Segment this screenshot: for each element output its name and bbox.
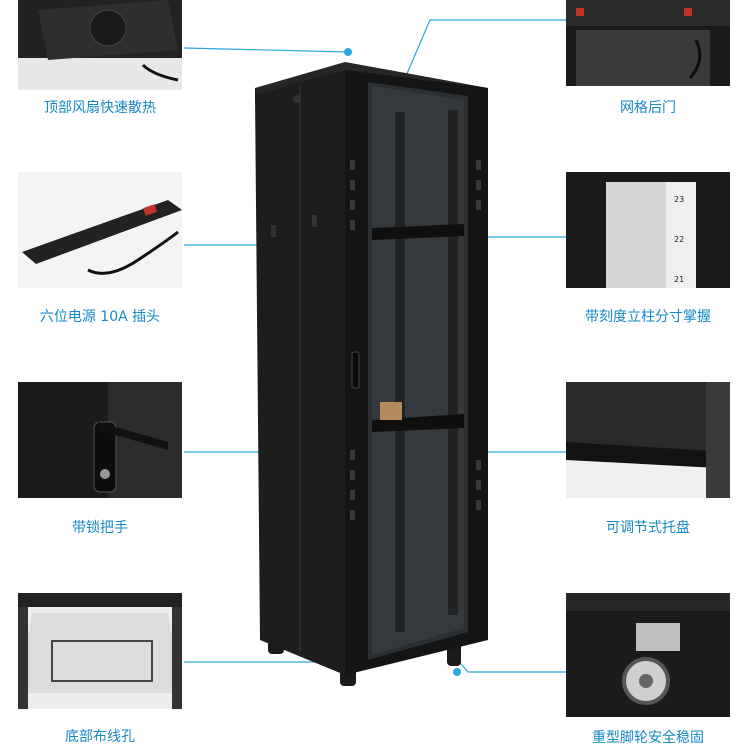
dot-caster (453, 668, 461, 676)
label-lock-handle: 带锁把手 (72, 520, 128, 536)
thumb-lock-handle (18, 382, 182, 498)
thumb-top-fan (18, 0, 182, 90)
door-handle (351, 351, 360, 389)
post-number-2: 22 (674, 235, 684, 244)
thumb-mesh-rear-door (566, 0, 730, 86)
label-pdu: 六位电源 10A 插头 (39, 309, 161, 325)
thumb-bottom-cable (18, 593, 182, 709)
thumb-adjustable-tray (566, 382, 730, 498)
label-mesh-rear-door: 网格后门 (620, 100, 676, 116)
label-adjustable-tray: 可调节式托盘 (606, 520, 690, 536)
label-top-fan: 顶部风扇快速散热 (44, 100, 156, 116)
post-number-1: 23 (674, 195, 684, 204)
thumb-scale-post: 23 22 21 (566, 172, 730, 288)
leader-top-fan (183, 47, 349, 53)
label-caster: 重型脚轮安全稳固 (592, 730, 704, 746)
label-bottom-cable: 底部布线孔 (65, 729, 135, 745)
dot-top-fan (344, 48, 352, 56)
thumb-pdu (18, 172, 182, 288)
thumb-caster (566, 593, 730, 717)
post-number-3: 21 (674, 275, 684, 284)
label-scale-post: 带刻度立柱分寸掌握 (585, 309, 711, 325)
